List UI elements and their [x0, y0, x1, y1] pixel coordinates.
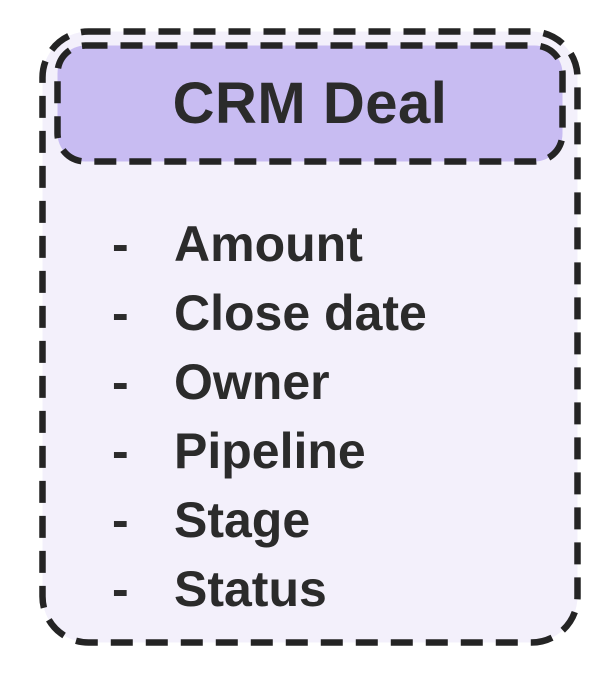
node-title: CRM Deal [172, 71, 448, 136]
node-header-shape [54, 42, 566, 165]
bullet-dash: - [112, 354, 129, 410]
field-item: - Owner [112, 348, 542, 417]
bullet-dash: - [112, 423, 129, 479]
field-label: Owner [174, 354, 330, 410]
field-item: - Amount [112, 210, 542, 279]
field-label: Close date [174, 285, 427, 341]
field-label: Status [174, 561, 327, 617]
bullet-dash: - [112, 216, 129, 272]
field-label: Stage [174, 492, 311, 548]
field-list: - Amount - Close date - Owner - Pipeline… [112, 210, 542, 624]
field-item: - Status [112, 555, 542, 624]
field-item: - Stage [112, 486, 542, 555]
bullet-dash: - [112, 492, 129, 548]
bullet-dash: - [112, 561, 129, 617]
field-label: Amount [174, 216, 363, 272]
field-item: - Pipeline [112, 417, 542, 486]
node-body-shape [39, 28, 581, 646]
bullet-dash: - [112, 285, 129, 341]
field-item: - Close date [112, 279, 542, 348]
field-label: Pipeline [174, 423, 366, 479]
